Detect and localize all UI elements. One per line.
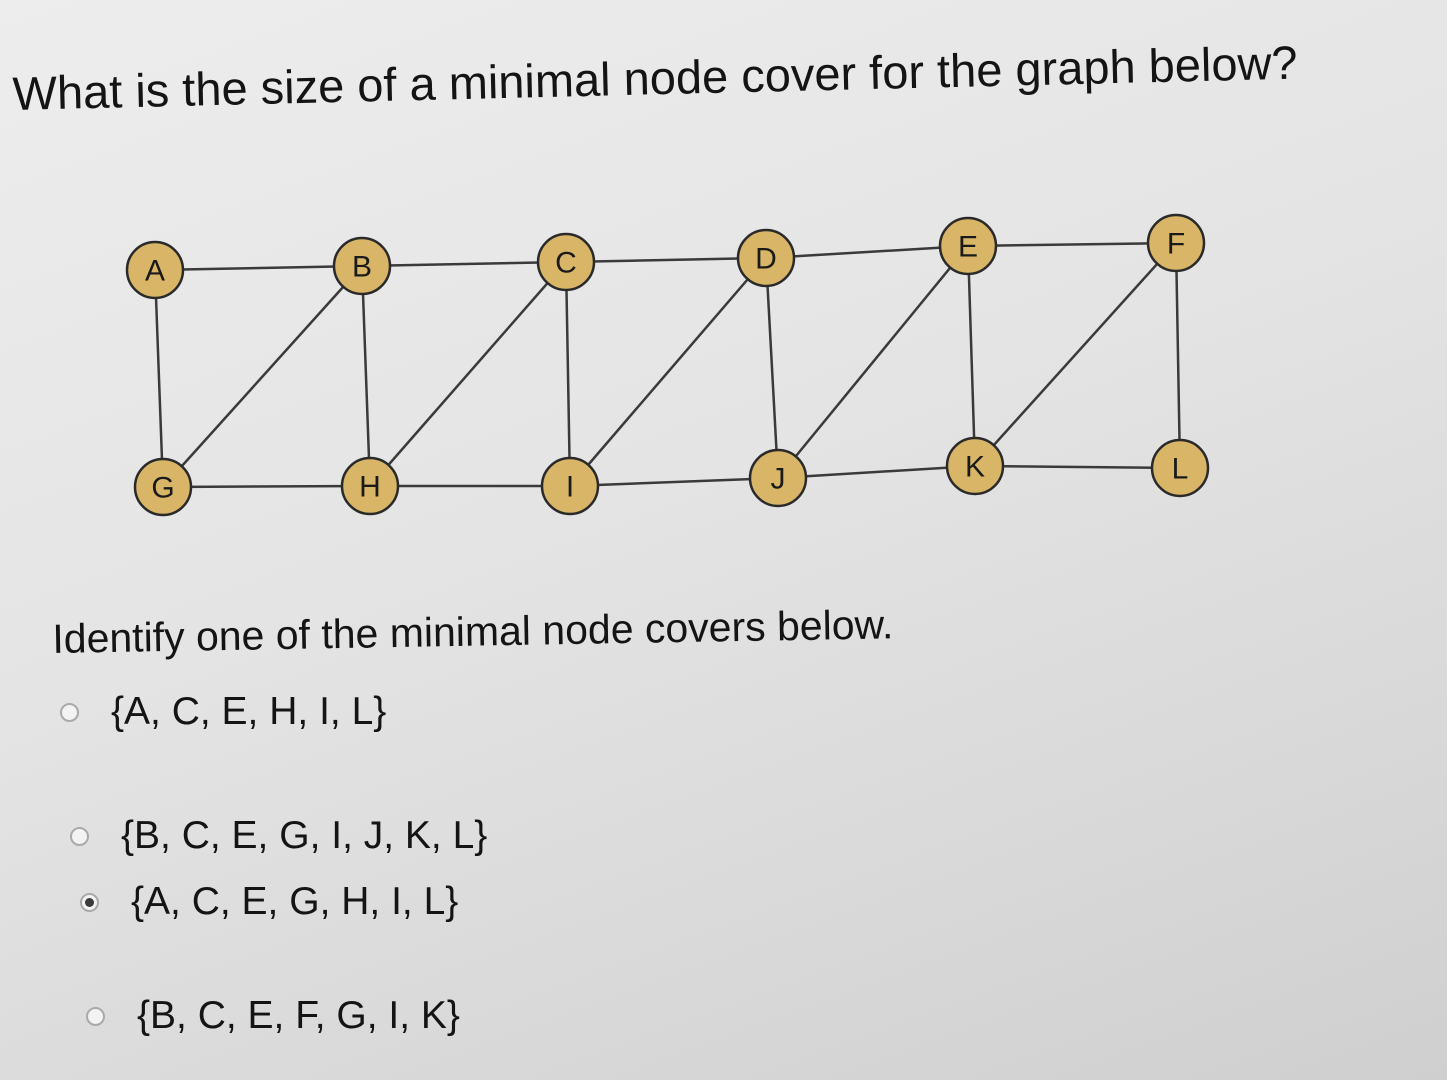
node-I: I <box>540 456 600 516</box>
node-L-label: L <box>1172 453 1189 486</box>
option-4[interactable]: {B, C, E, F, G, I, K} <box>86 994 460 1038</box>
edge-B-C <box>361 260 567 268</box>
node-A-label: A <box>145 255 165 288</box>
edge-E-J <box>777 245 969 479</box>
node-I-circle <box>540 456 600 516</box>
option-4-label: {B, C, E, F, G, I, K} <box>137 994 460 1037</box>
node-G-circle <box>133 457 193 517</box>
option-2[interactable]: {B, C, E, G, I, J, K, L} <box>70 814 487 858</box>
option-2-label: {B, C, E, G, I, J, K, L} <box>121 814 488 857</box>
edge-A-G <box>153 269 165 488</box>
graph-diagram: A B C D E F G H I J K L <box>125 213 1210 517</box>
edge-F-L <box>1174 242 1182 469</box>
edge-K-L <box>974 464 1181 470</box>
option-4-radio[interactable] <box>86 1006 105 1026</box>
node-G: G <box>133 457 193 517</box>
node-D: D <box>736 228 796 288</box>
option-3-radio[interactable] <box>80 892 99 912</box>
node-E-label: E <box>958 231 978 264</box>
option-3[interactable]: {A, C, E, G, H, I, L} <box>80 880 458 924</box>
node-D-label: D <box>755 243 777 276</box>
option-3-label: {A, C, E, G, H, I, L} <box>131 880 459 923</box>
edge-D-J <box>764 257 780 479</box>
node-B: B <box>332 236 392 296</box>
node-C: C <box>536 232 596 292</box>
node-C-circle <box>536 232 596 292</box>
node-L-circle <box>1150 438 1210 498</box>
option-1[interactable]: {A, C, E, H, I, L} <box>60 690 386 734</box>
node-B-circle <box>332 236 392 296</box>
edge-B-H <box>360 265 372 487</box>
node-K-circle <box>945 436 1005 496</box>
edge-A-B <box>154 264 363 272</box>
node-E-circle <box>938 216 998 276</box>
node-F-label: F <box>1167 228 1185 261</box>
node-L: L <box>1150 438 1210 498</box>
edge-C-H <box>369 261 567 487</box>
node-C-label: C <box>555 247 577 280</box>
node-F: F <box>1146 213 1206 273</box>
edge-J-K <box>777 464 976 480</box>
node-A: A <box>125 240 185 300</box>
node-K: K <box>945 436 1005 496</box>
node-E: E <box>938 216 998 276</box>
edge-F-K <box>974 242 1177 467</box>
node-J: J <box>748 448 808 508</box>
prompt-text: Identify one of the minimal node covers … <box>52 601 894 662</box>
edge-D-E <box>765 244 969 260</box>
node-F-circle <box>1146 213 1206 273</box>
option-1-label: {A, C, E, H, I, L} <box>111 690 387 733</box>
edge-B-G <box>162 265 363 488</box>
edge-G-H <box>162 484 371 489</box>
node-H: H <box>340 456 400 516</box>
edge-C-D <box>565 256 767 264</box>
edge-D-I <box>569 257 767 487</box>
edge-C-I <box>564 261 572 487</box>
node-H-circle <box>340 456 400 516</box>
option-2-radio[interactable] <box>70 826 89 846</box>
edge-E-K <box>966 245 977 467</box>
option-1-radio[interactable] <box>60 702 79 722</box>
node-A-circle <box>125 240 185 300</box>
node-D-circle <box>736 228 796 288</box>
node-K-label: K <box>965 451 985 484</box>
node-B-label: B <box>352 251 372 284</box>
edge-I-J <box>569 476 779 488</box>
node-H-label: H <box>359 471 381 504</box>
node-I-label: I <box>566 471 574 504</box>
node-J-label: J <box>771 463 786 496</box>
node-J-circle <box>748 448 808 508</box>
node-G-label: G <box>151 472 174 505</box>
edge-E-F <box>967 241 1177 248</box>
